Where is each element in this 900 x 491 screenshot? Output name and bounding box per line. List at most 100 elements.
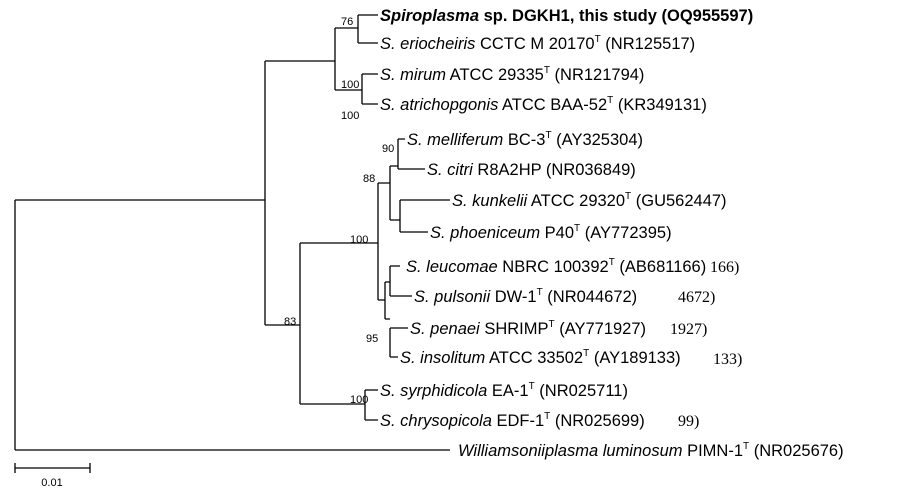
bootstrap-value: 100 bbox=[350, 234, 368, 246]
taxon-strain: ATCC BAA-52 bbox=[498, 96, 607, 114]
bootstrap-value: 95 bbox=[366, 333, 378, 345]
taxon-species-name: Spiroplasma bbox=[380, 7, 479, 25]
bootstrap-value: 88 bbox=[363, 173, 375, 185]
taxon-strain: EA-1 bbox=[487, 382, 528, 400]
taxon-label-syrphidicola: S. syrphidicola EA-1T (NR025711) bbox=[380, 381, 628, 400]
type-strain-marker: T bbox=[544, 65, 550, 76]
type-strain-marker: T bbox=[625, 191, 631, 202]
taxon-label-atrichopgonis: S. atrichopgonis ATCC BAA-52T (KR349131) bbox=[380, 95, 707, 114]
taxon-label-insolitum: S. insolitum ATCC 33502T (AY189133) bbox=[400, 348, 681, 367]
taxon-label-dgkh1: Spiroplasma sp. DGKH1, this study (OQ955… bbox=[380, 7, 753, 25]
branch-3 bbox=[334, 27, 362, 91]
taxon-species-name: S. melliferum bbox=[407, 131, 503, 149]
type-strain-marker: T bbox=[529, 381, 535, 392]
taxon-strain: NBRC 100392 bbox=[498, 258, 609, 276]
scale-bar-label: 0.01 bbox=[41, 477, 62, 489]
taxon-species-name: Williamsoniiplasma luminosum bbox=[458, 442, 683, 460]
taxon-accession: (NR025699) bbox=[550, 412, 644, 430]
label-artifact: 99) bbox=[678, 413, 699, 430]
taxon-species-name: S. phoeniceum bbox=[430, 224, 540, 242]
type-strain-marker: T bbox=[549, 319, 555, 330]
taxon-label-leucomae: S. leucomae NBRC 100392T (AB681166) bbox=[406, 257, 706, 276]
taxon-accession: (NR044672) bbox=[543, 288, 637, 306]
bootstrap-value: 100 bbox=[350, 394, 368, 406]
taxon-accession: (NR121794) bbox=[550, 66, 644, 84]
taxon-label-kunkelii: S. kunkelii ATCC 29320T (GU562447) bbox=[452, 191, 727, 210]
branch-4 bbox=[357, 14, 378, 44]
taxon-accession: (AY772395) bbox=[580, 224, 671, 242]
taxon-label-chrysopicola: S. chrysopicola EDF-1T (NR025699) bbox=[380, 411, 645, 430]
type-strain-marker: T bbox=[743, 441, 749, 452]
branch-9 bbox=[397, 138, 425, 170]
type-strain-marker: T bbox=[544, 411, 550, 422]
taxon-label-penaei: S. penaei SHRIMPT (AY771927) bbox=[410, 319, 646, 338]
type-strain-marker: T bbox=[537, 287, 543, 298]
taxon-labels: Spiroplasma sp. DGKH1, this study (OQ955… bbox=[380, 7, 844, 460]
branch-7 bbox=[377, 182, 390, 301]
taxon-species-name: S. leucomae bbox=[406, 258, 498, 276]
label-artifact: 133) bbox=[713, 351, 742, 368]
taxon-species-name: S. citri bbox=[427, 161, 474, 179]
label-artifact: 166) bbox=[710, 259, 739, 276]
taxon-strain: EDF-1 bbox=[492, 412, 544, 430]
type-strain-marker: T bbox=[607, 95, 613, 106]
taxon-species-name: S. atrichopgonis bbox=[380, 96, 498, 114]
scale-bar-line bbox=[14, 463, 91, 473]
bootstrap-value: 83 bbox=[284, 316, 296, 328]
taxon-strain: CCTC M 20170 bbox=[475, 35, 594, 53]
taxon-accession: (AB681166) bbox=[615, 258, 706, 276]
taxon-label-phoeniceum: S. phoeniceum P40T (AY772395) bbox=[430, 223, 672, 242]
taxon-strain: sp. DGKH1, this study (OQ955597) bbox=[479, 7, 753, 25]
type-strain-marker: T bbox=[545, 130, 551, 141]
type-strain-marker: T bbox=[609, 257, 615, 268]
taxon-species-name: S. chrysopicola bbox=[380, 412, 492, 430]
branch-8 bbox=[389, 165, 400, 221]
bootstrap-value: 100 bbox=[341, 79, 359, 91]
tree-branches bbox=[14, 14, 450, 451]
bootstrap-value: 100 bbox=[341, 110, 359, 122]
taxon-label-melliferum: S. melliferum BC-3T (AY325304) bbox=[407, 130, 643, 149]
taxon-accession: (NR125517) bbox=[601, 35, 695, 53]
branch-2 bbox=[264, 60, 335, 326]
taxon-species-name: S. penaei bbox=[410, 320, 481, 338]
branch-5 bbox=[361, 73, 378, 105]
taxon-strain: ATCC 29320 bbox=[527, 192, 625, 210]
taxon-species-name: S. mirum bbox=[380, 66, 446, 84]
taxon-label-williamsonii: Williamsoniiplasma luminosum PIMN-1T (NR… bbox=[458, 441, 844, 460]
taxon-label-citri: S. citri R8A2HP (NR036849) bbox=[427, 161, 636, 179]
taxon-strain: SHRIMP bbox=[480, 320, 549, 338]
taxon-strain: PIMN-1 bbox=[683, 442, 744, 460]
taxon-label-pulsonii: S. pulsonii DW-1T (NR044672) bbox=[414, 287, 637, 306]
branch-1 bbox=[14, 199, 450, 451]
taxon-strain: ATCC 33502 bbox=[485, 349, 583, 367]
bootstrap-values: 76 100 100 90 88 100 95 83 100 bbox=[284, 16, 394, 406]
branch-14 bbox=[364, 389, 378, 421]
taxon-label-mirum: S. mirum ATCC 29335T (NR121794) bbox=[380, 65, 644, 84]
type-strain-marker: T bbox=[595, 34, 601, 45]
taxon-accession: (NR025676) bbox=[749, 442, 843, 460]
taxon-label-eriocheiris: S. eriocheiris CCTC M 20170T (NR125517) bbox=[380, 34, 695, 53]
label-artifact: 4672) bbox=[678, 289, 715, 306]
branch-10 bbox=[399, 199, 450, 233]
taxon-accession: (AY771927) bbox=[555, 320, 646, 338]
taxon-accession: (AY189133) bbox=[589, 349, 680, 367]
taxon-accession: (KR349131) bbox=[613, 96, 707, 114]
label-artifacts: 166) 4672) 1927) 133) 99) bbox=[670, 259, 742, 430]
taxon-species-name: S. kunkelii bbox=[452, 192, 529, 210]
taxon-accession: (GU562447) bbox=[631, 192, 726, 210]
scale-bar: 0.01 bbox=[14, 463, 91, 489]
taxon-strain: DW-1 bbox=[490, 288, 536, 306]
branch-6 bbox=[299, 242, 378, 405]
taxon-strain: R8A2HP (NR036849) bbox=[473, 161, 636, 179]
bootstrap-value: 76 bbox=[341, 16, 353, 28]
taxon-species-name: S. syrphidicola bbox=[380, 382, 487, 400]
taxon-accession: (AY325304) bbox=[552, 131, 643, 149]
taxon-strain: ATCC 29335 bbox=[446, 66, 544, 84]
taxon-species-name: S. insolitum bbox=[400, 349, 485, 367]
bootstrap-value: 90 bbox=[382, 143, 394, 155]
taxon-strain: BC-3 bbox=[503, 131, 545, 149]
type-strain-marker: T bbox=[574, 223, 580, 234]
type-strain-marker: T bbox=[583, 348, 589, 359]
label-artifact: 1927) bbox=[670, 321, 707, 338]
